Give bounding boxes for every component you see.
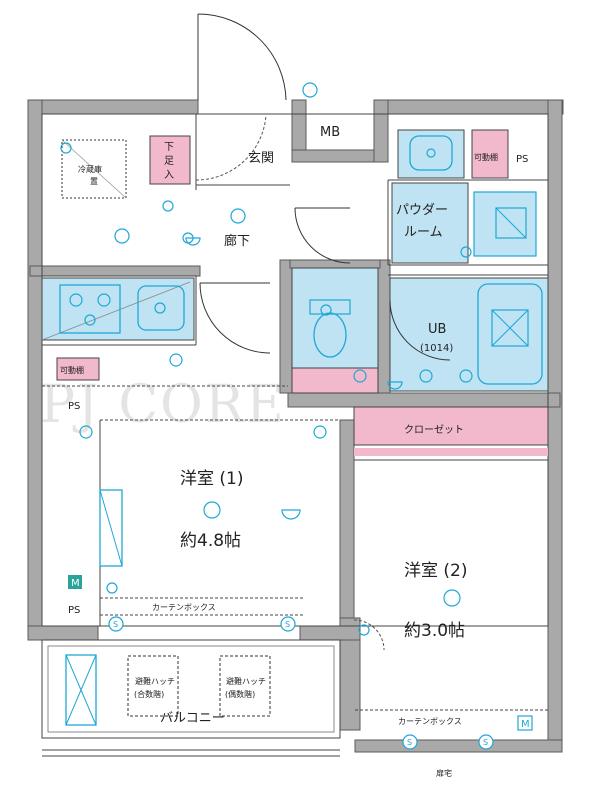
fridge-label-2: 置: [90, 177, 98, 186]
sleeve-s-2-text: S: [285, 620, 290, 629]
bottom-mark: 扉宅: [436, 768, 452, 778]
getabako-3: 入: [164, 170, 174, 181]
hatch1-label-1: 避難ハッチ: [135, 676, 175, 686]
powder-room-label-1: パウダー: [396, 203, 448, 218]
unit-bath-size: (1014): [420, 343, 453, 354]
kitchen-door: [199, 282, 271, 354]
fixture-1: [60, 142, 72, 154]
fixtures: [60, 82, 473, 636]
ac-outdoor-unit: [65, 654, 97, 726]
sleeve-s-2: [280, 616, 296, 632]
mb-label: MB: [320, 125, 340, 140]
hatch2-label-1: 避難ハッチ: [226, 676, 266, 686]
room1-name: 洋室 (1): [180, 469, 243, 489]
getabako-2: 足: [164, 155, 174, 167]
evac-hatch-odd: [127, 655, 179, 717]
sleeve-markers: [108, 616, 494, 750]
stove: [59, 284, 121, 334]
ps-top-right: PS: [516, 154, 528, 165]
entrance-door: [197, 13, 287, 101]
fixture-8: [106, 582, 118, 594]
kitchen-sink: [137, 285, 185, 331]
fixture-4: [169, 353, 183, 367]
ps-left-lower: PS: [68, 605, 80, 616]
sleeve-s-3-text: S: [407, 738, 412, 747]
toilet-shelf: [291, 367, 379, 394]
closet: [353, 406, 549, 446]
shoe-cabinet: [149, 135, 191, 185]
room2-size: 約3.0帖: [404, 621, 465, 641]
powder-door: [294, 207, 351, 264]
washbasin: [409, 135, 453, 171]
sleeve-s-4: [478, 734, 494, 750]
entrance-label: 玄関: [248, 151, 274, 166]
closet-label: クローゼット: [404, 424, 464, 436]
fixture-hall-2: [230, 208, 246, 224]
hatch2-label-2: (偶数階): [225, 689, 255, 699]
ps-left-upper: PS: [68, 401, 80, 412]
m-badge-room2: [517, 715, 533, 731]
movable-shelf-left: [56, 357, 100, 381]
fixture-13: [320, 304, 332, 316]
fixture-6: [313, 425, 327, 439]
bathtub: [477, 283, 543, 385]
m-badge-room1-text: M: [71, 578, 80, 589]
sleeve-s-4-text: S: [483, 738, 488, 747]
balcony-area: 避難ハッチ (合数階) 避難ハッチ (偶数階) バルコニー: [41, 639, 341, 757]
curtain-box-2: カーテンボックス: [398, 717, 462, 726]
evac-hatch-even: [219, 655, 271, 717]
m-badge-room1: [68, 575, 82, 589]
ac-indoor-unit: [99, 489, 123, 567]
watermark: PJ CORE: [40, 375, 286, 435]
sleeve-s-3: [402, 734, 418, 750]
room1-size: 約4.8帖: [180, 531, 241, 551]
fixture-10: [459, 369, 473, 383]
hallway-label: 廊下: [224, 233, 250, 249]
fixture-7: [358, 624, 370, 636]
m-badge-room2-text: M: [521, 719, 530, 730]
room2-name: 洋室 (2): [404, 561, 467, 581]
fixture-door-light: [302, 82, 318, 98]
curtain-box-1: カーテンボックス: [152, 603, 216, 612]
fridge-space: [61, 139, 127, 199]
unit-bath: [389, 277, 549, 392]
kadoudana-left-label: 可動棚: [60, 365, 84, 375]
fixture-hall-1: [114, 228, 130, 244]
sleeve-s-1: [108, 616, 124, 632]
movable-shelf-top: [471, 129, 509, 179]
hatch1-label-2: (合数階): [134, 689, 164, 699]
outlet-marks: [185, 237, 403, 520]
kadoudana-top-label: 可動棚: [474, 152, 498, 162]
fixture-2: [162, 200, 174, 212]
powder-room-floor: [391, 182, 469, 264]
fixture-12: [460, 246, 472, 258]
toilet-room: [291, 267, 379, 369]
ceiling-light-room1: [203, 501, 221, 519]
sleeve-s-1-text: S: [113, 620, 118, 629]
balcony-label: バルコニー: [160, 711, 225, 726]
getabako-1: 下: [164, 142, 174, 153]
fridge-label-1: 冷蔵庫: [78, 164, 102, 174]
fixture-5: [79, 425, 93, 439]
unit-bath-label: UB: [428, 322, 446, 337]
fixture-9: [419, 369, 433, 383]
washbasin-counter: [397, 129, 465, 179]
powder-room-label-2: ルーム: [404, 225, 443, 240]
washer-space: [473, 191, 537, 257]
fixture-11: [353, 369, 367, 383]
ceiling-light-room2: [443, 589, 461, 607]
